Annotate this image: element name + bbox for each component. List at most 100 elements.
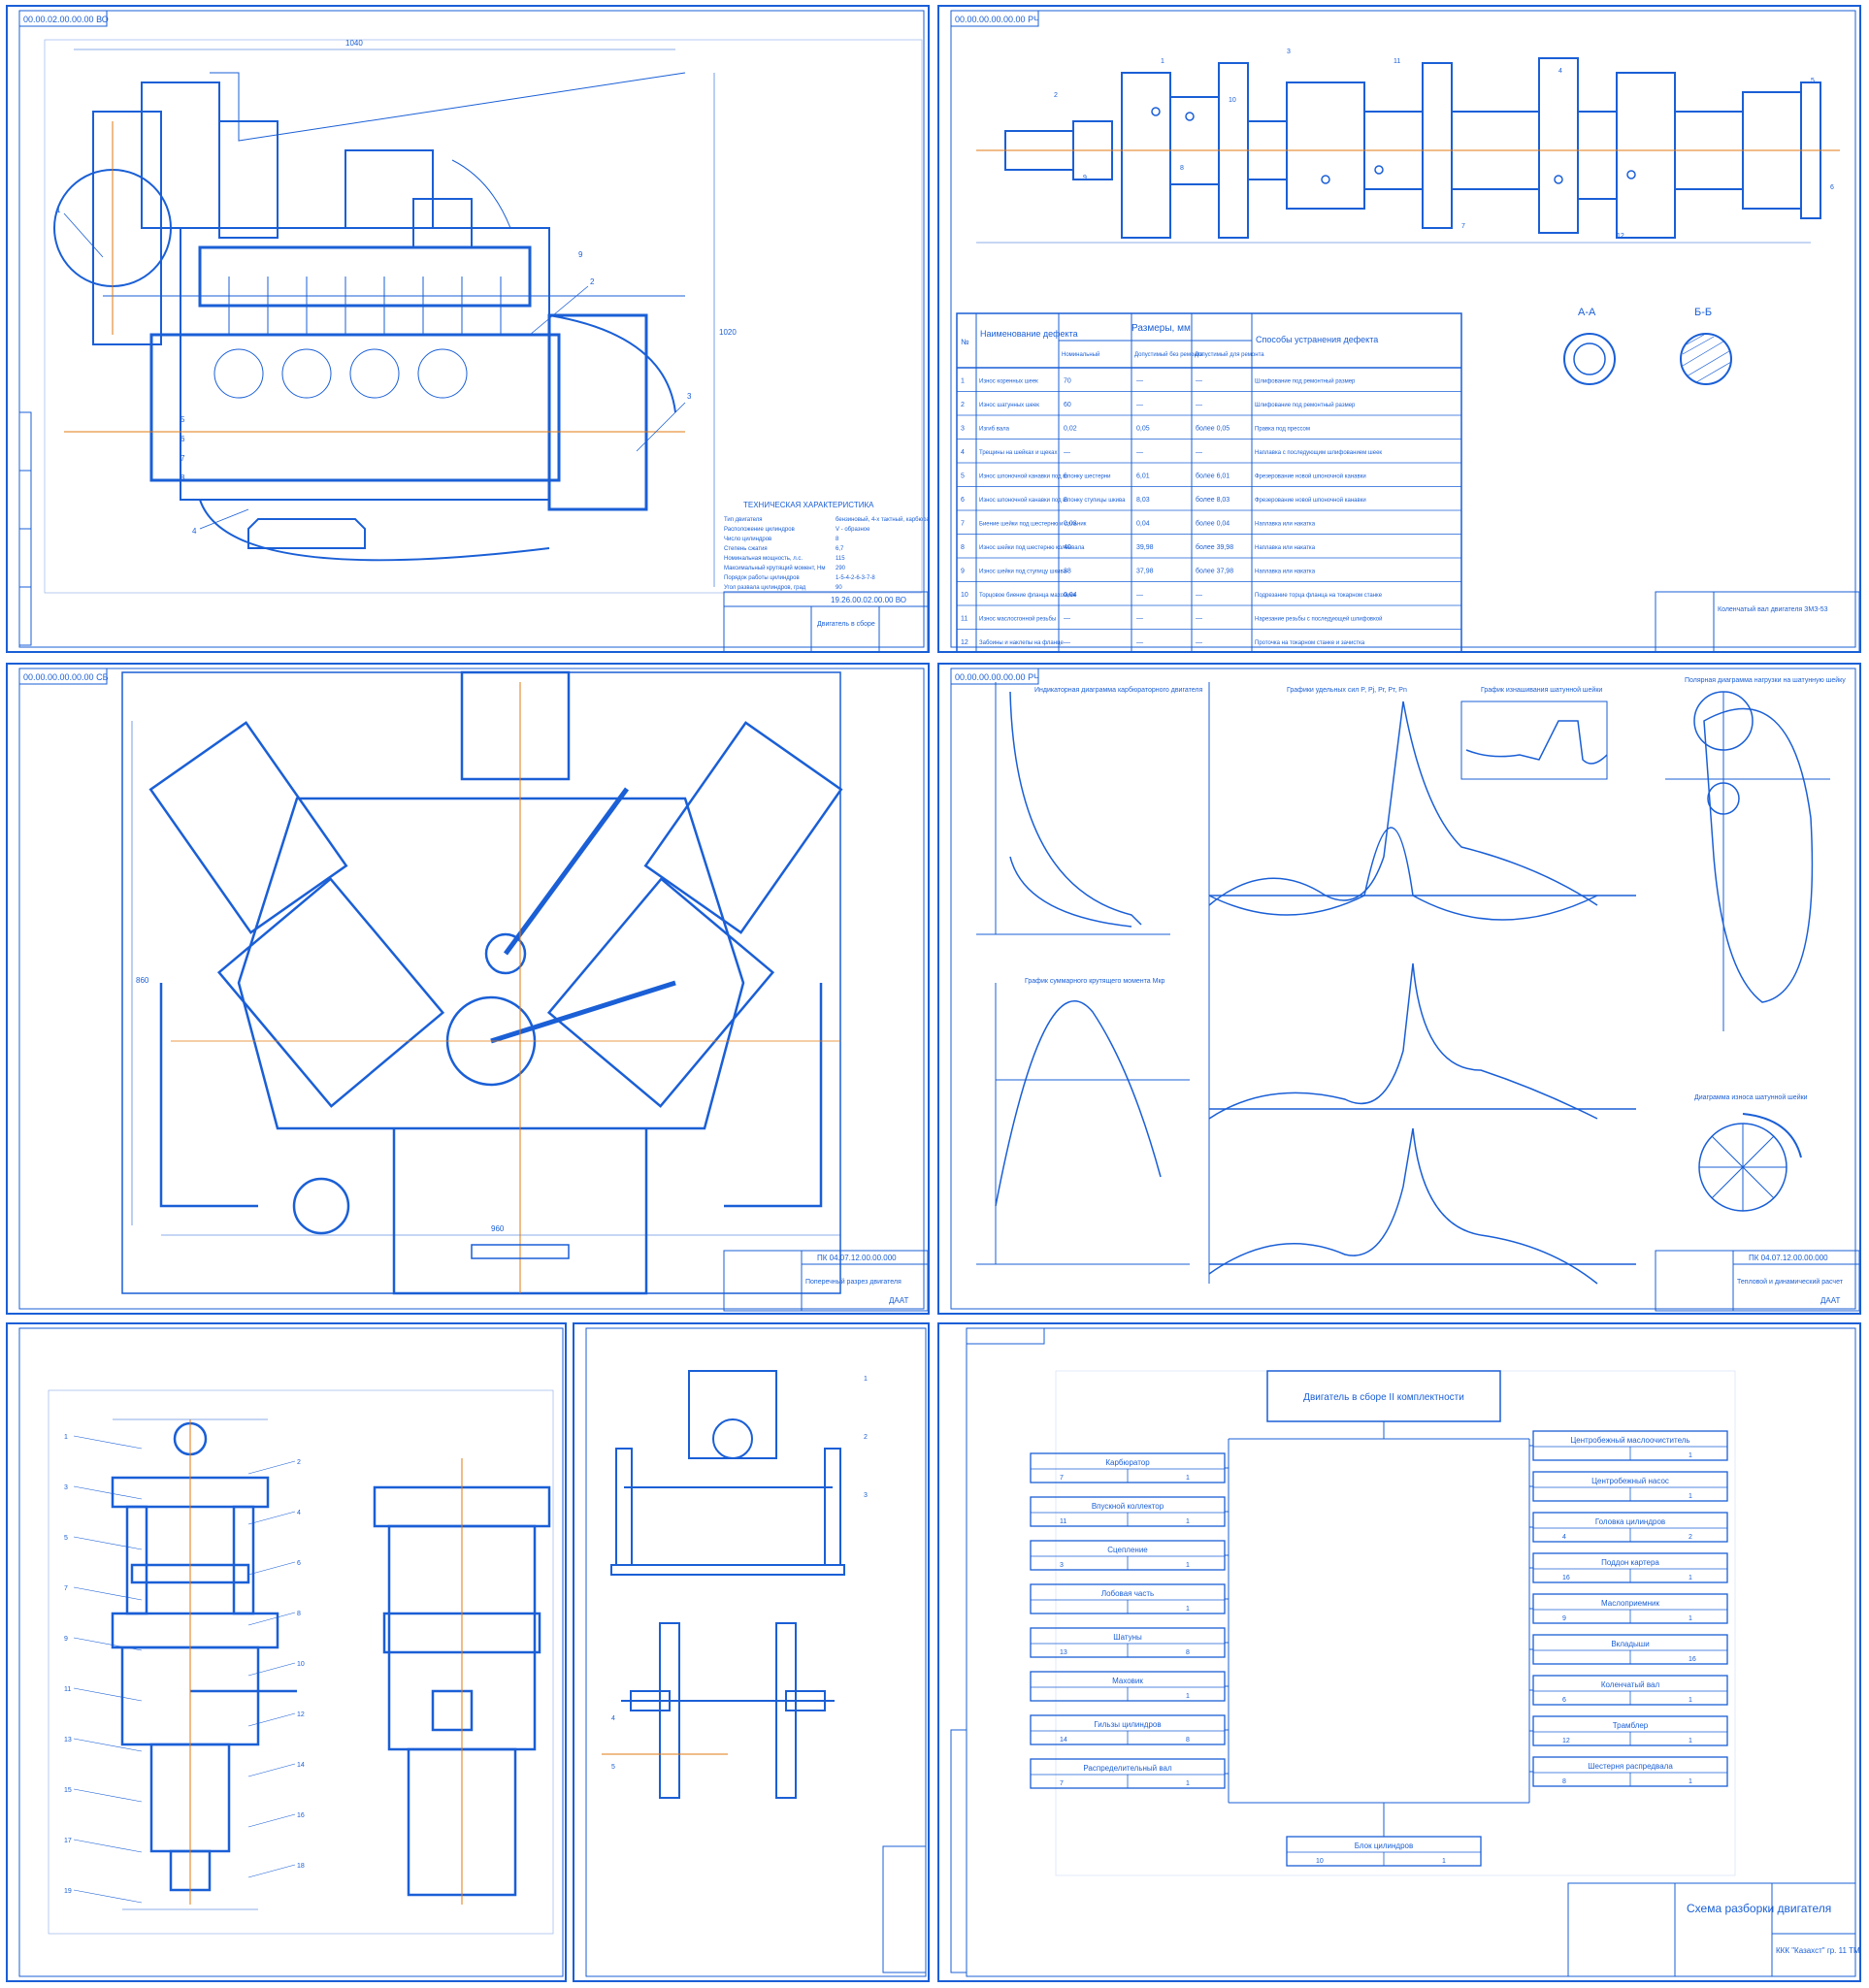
engine-assembly-drawing: 00.00.02.00.00.00 ВО 1040 1020: [6, 5, 930, 653]
table-cell-name: Износ маслосгонной резьбы: [979, 615, 1056, 622]
sheet3-doc-title: Поперечный разрез двигателя: [805, 1278, 902, 1286]
scheme-node-qty: 1: [1186, 1780, 1190, 1787]
scheme-node-qty: 1: [1186, 1518, 1190, 1525]
sheet3-doc-code: ПК 04.07.12.00.00.000: [817, 1254, 897, 1262]
table-cell-allow-for: —: [1196, 639, 1202, 646]
scheme-node-code: 3: [1060, 1562, 1064, 1569]
table-cell-allow-for: —: [1196, 592, 1202, 599]
scheme-node-code: 11: [1060, 1518, 1066, 1525]
sheet1-tech-title: ТЕХНИЧЕСКАЯ ХАРАКТЕРИСТИКА: [743, 501, 874, 509]
press-callout: 14: [297, 1762, 305, 1769]
table-header-name: Наименование дефекта: [980, 329, 1078, 339]
table-cell-num: 3: [961, 425, 965, 432]
sheet1-doc-title: Двигатель в сборе: [817, 620, 875, 628]
table-cell-allow-for: более 37,98: [1196, 567, 1233, 574]
press-callout: 19: [64, 1888, 72, 1895]
sheet-calculation-charts: 00.00.00.00.00.00 РЧ Индикаторная диагра…: [937, 663, 1861, 1315]
svg-text:1040: 1040: [345, 39, 363, 48]
tech-row-value: бензиновый, 4-х тактный, карбюраторный: [836, 516, 930, 523]
table-cell-method: Наплавка или накатка: [1255, 521, 1316, 527]
scheme-node-qty: 8: [1186, 1649, 1190, 1656]
scheme-node-code: 6: [1562, 1697, 1566, 1704]
tech-row-label: Угол развала цилиндров, град: [724, 585, 806, 591]
press-callout: 13: [64, 1737, 72, 1744]
table-header-num: №: [961, 338, 969, 346]
section-bb-label: Б-Б: [1694, 307, 1712, 318]
crankshaft-callout: 4: [1558, 68, 1562, 75]
sheet4-stamp: 00.00.00.00.00.00 РЧ: [955, 672, 1039, 682]
table-cell-num: 5: [961, 473, 965, 479]
sheet-crankshaft: 00.00.00.00.00.00 РЧ № Наименование дефек…: [937, 5, 1861, 653]
scheme-node-label: Головка цилиндров: [1595, 1517, 1665, 1526]
scheme-node-label: Карбюратор: [1105, 1458, 1150, 1467]
table-cell-allow-for: более 8,03: [1196, 496, 1230, 504]
disassembly-scheme: Двигатель в сборе II комплектностиКарбюр…: [937, 1322, 1861, 1982]
table-cell-nominal: —: [1064, 639, 1070, 646]
sheet3-org: ДААТ: [889, 1296, 908, 1305]
press-callout: 17: [64, 1838, 72, 1844]
scheme-node-label: Лобовая часть: [1101, 1589, 1154, 1598]
table-cell-num: 9: [961, 568, 965, 574]
scheme-node-code: 16: [1562, 1575, 1570, 1581]
svg-text:860: 860: [136, 976, 149, 985]
section-aa-label: А-А: [1578, 307, 1596, 318]
crankshaft-callout: 7: [1461, 223, 1465, 230]
table-cell-num: 6: [961, 497, 965, 504]
tech-row-value: V - образное: [836, 527, 870, 533]
table-cell-allow-for: —: [1196, 615, 1202, 622]
chart-title-forces: Графики удельных сил P, Pj, Pг, Pт, Pn: [1287, 687, 1407, 694]
table-cell-nominal: 8: [1064, 497, 1067, 504]
scheme-node-label: Шестерня распредвала: [1588, 1762, 1673, 1771]
table-cell-nominal: 38: [1064, 568, 1071, 574]
scheme-node-qty: 8: [1186, 1737, 1190, 1744]
table-cell-allow-without: 0,04: [1136, 520, 1150, 527]
scheme-node-label: Распределительный вал: [1083, 1764, 1172, 1773]
table-cell-allow-without: —: [1136, 639, 1143, 646]
table-cell-method: Подрезание торца фланца на токарном стан…: [1255, 593, 1383, 599]
sheet2-stamp: 00.00.00.00.00.00 РЧ: [955, 15, 1039, 24]
press-callout: 4: [297, 1510, 301, 1516]
scheme-node-qty: 1: [1186, 1475, 1190, 1482]
table-cell-name: Износ шпоночной канавки под шпонку шесте…: [979, 473, 1111, 479]
table-cell-method: Правка под прессом: [1255, 426, 1310, 432]
table-cell-nominal: —: [1064, 449, 1070, 456]
crankshaft-callout: 8: [1180, 165, 1184, 172]
section-aa: [1563, 333, 1616, 385]
scheme-node-code: 4: [1562, 1534, 1566, 1541]
table-cell-name: Износ шейки под ступицу шкива: [979, 568, 1067, 574]
sheet3-stamp: 00.00.00.00.00.00 СБ: [23, 672, 109, 682]
table-cell-num: 1: [961, 377, 965, 384]
scheme-node-label: Гильзы цилиндров: [1094, 1720, 1161, 1729]
crankshaft-callout: 5: [1811, 78, 1815, 84]
crankshaft-callout: 3: [1287, 49, 1291, 55]
table-cell-nominal: —: [1064, 615, 1070, 622]
press-callout: 8: [297, 1611, 301, 1617]
sheet1-callout-3: 3: [687, 392, 692, 401]
section-bb: [1680, 333, 1732, 385]
scheme-node-qty: 1: [1186, 1562, 1190, 1569]
table-cell-method: Шлифование под ремонтный размер: [1255, 377, 1356, 384]
table-cell-allow-without: 6,01: [1136, 473, 1150, 479]
crankshaft-callout: 1: [1161, 58, 1164, 65]
cross-section-drawing: 00.00.00.00.00.00 СБ 860 960 ПК 04.07.12…: [6, 663, 930, 1315]
table-cell-name: Износ шейки под шестерню коленвала: [979, 544, 1085, 551]
crankshaft-callout: 10: [1229, 97, 1236, 104]
table-cell-name: Забоины и наклепы на фланце: [979, 640, 1064, 646]
sheet1-callout-5: 5: [180, 415, 185, 424]
table-cell-method: Наплавка или накатка: [1255, 545, 1316, 551]
table-cell-allow-for: более 6,01: [1196, 472, 1230, 479]
table-cell-method: Проточка на токарном станке и зачистка: [1255, 640, 1365, 646]
scheme-node-label: Шатуны: [1113, 1633, 1142, 1642]
scheme-node-qty: 1: [1186, 1693, 1190, 1700]
table-cell-name: Износ шпоночной канавки под шпонку ступи…: [979, 497, 1126, 504]
scheme-node-qty: 16: [1689, 1656, 1696, 1663]
stand-callout: 3: [864, 1492, 868, 1499]
scheme-node-label: Коленчатый вал: [1601, 1680, 1660, 1689]
